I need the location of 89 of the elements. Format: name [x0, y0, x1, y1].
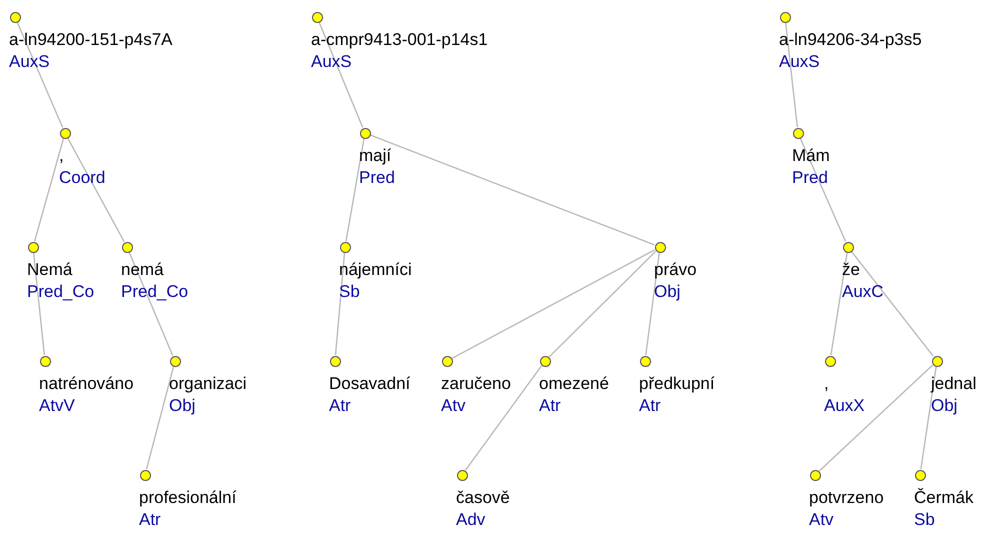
function-tag: Pred	[792, 168, 828, 188]
word-label: a-ln94200-151-p4s7A	[9, 30, 173, 50]
tree-node-dot	[122, 242, 132, 252]
word-label: právo	[654, 260, 697, 280]
tree-edge	[128, 252, 174, 356]
function-tag: AuxS	[779, 52, 820, 72]
tree-node-dot	[824, 356, 836, 366]
word-label: jednal	[931, 374, 976, 394]
function-tag: Atr	[329, 396, 351, 416]
tree-edge	[318, 22, 364, 128]
function-tag: AuxC	[842, 282, 884, 302]
tree-node-dot	[140, 470, 150, 480]
tree-node-dot	[654, 242, 666, 252]
word-label: nájemníci	[339, 260, 412, 280]
function-tag: Atv	[809, 510, 834, 530]
tree-edge	[334, 252, 346, 356]
function-tag: AuxS	[9, 52, 50, 72]
tree-edge	[465, 365, 542, 471]
word-label: mají	[359, 146, 392, 166]
function-tag: Atr	[639, 396, 661, 416]
tree-edge	[370, 134, 655, 246]
tree-node-dot	[914, 470, 926, 480]
tree-edge	[830, 252, 848, 356]
word-label: a-ln94206-34-p3s5	[779, 30, 922, 50]
tree-edge	[548, 250, 656, 358]
word-label: nemá	[121, 260, 164, 280]
tree-node-dot	[170, 356, 180, 366]
function-tag: Pred	[359, 168, 395, 188]
tree-edge	[851, 251, 934, 357]
word-label: zaručeno	[441, 374, 511, 394]
tree-node-dot	[780, 12, 790, 22]
word-label: a-cmpr9413-001-p14s1	[311, 30, 488, 50]
tree-edge	[452, 249, 656, 359]
tree-node-dot	[360, 128, 370, 138]
tree-edge	[16, 22, 64, 128]
function-tag: Obj	[931, 396, 958, 416]
tree-node-dot	[340, 242, 350, 252]
function-tag: Obj	[169, 396, 196, 416]
word-label: časově	[456, 488, 510, 508]
tree-node-dot	[842, 242, 854, 252]
tree-node-dot	[640, 356, 650, 366]
tree-edge	[345, 138, 365, 242]
tree-edge	[920, 366, 937, 470]
tree-node-dot	[60, 128, 70, 138]
tree-node-dot	[330, 356, 340, 366]
tree-edge	[32, 252, 46, 356]
tree-node-dot	[28, 242, 38, 252]
function-tag: Sb	[339, 282, 360, 302]
function-tag: AuxS	[311, 52, 352, 72]
word-label: profesionální	[139, 488, 236, 508]
word-label: Mám	[792, 146, 830, 166]
word-label: Čermák	[914, 488, 974, 508]
tree-node-dot	[312, 12, 322, 22]
tree-node-dot	[40, 356, 50, 366]
function-tag: Atr	[539, 396, 561, 416]
tree-edge	[800, 138, 846, 242]
function-tag: AuxX	[824, 396, 865, 416]
word-label: Nemá	[27, 260, 72, 280]
word-label: potvrzeno	[809, 488, 884, 508]
function-tag: AtvV	[39, 396, 75, 416]
word-label: ,	[824, 374, 829, 394]
function-tag: Pred_Co	[27, 282, 94, 302]
tree-edge	[34, 138, 64, 242]
word-label: omezené	[539, 374, 609, 394]
tree-node-dot	[10, 12, 20, 22]
tree-node-dot	[932, 356, 942, 366]
tree-edge	[146, 366, 174, 470]
tree-edge	[645, 252, 660, 356]
function-tag: Sb	[914, 510, 935, 530]
tree-edge	[67, 138, 125, 242]
tree-node-dot	[792, 128, 804, 138]
tree-edge	[818, 364, 934, 472]
function-tag: Adv	[456, 510, 486, 530]
function-tag: Pred_Co	[121, 282, 188, 302]
tree-node-dot	[540, 356, 550, 366]
word-label: natrénováno	[39, 374, 134, 394]
tree-node-dot	[456, 470, 468, 480]
function-tag: Coord	[59, 168, 106, 188]
tree-edge	[785, 22, 798, 128]
word-label: Dosavadní	[329, 374, 410, 394]
word-label: že	[842, 260, 860, 280]
word-label: ,	[59, 146, 64, 166]
word-label: předkupní	[639, 374, 715, 394]
function-tag: Obj	[654, 282, 680, 302]
tree-node-dot	[442, 356, 452, 366]
tree-node-dot	[810, 470, 820, 480]
function-tag: Atr	[139, 510, 161, 530]
function-tag: Atv	[441, 396, 466, 416]
word-label: organizaci	[169, 374, 246, 394]
